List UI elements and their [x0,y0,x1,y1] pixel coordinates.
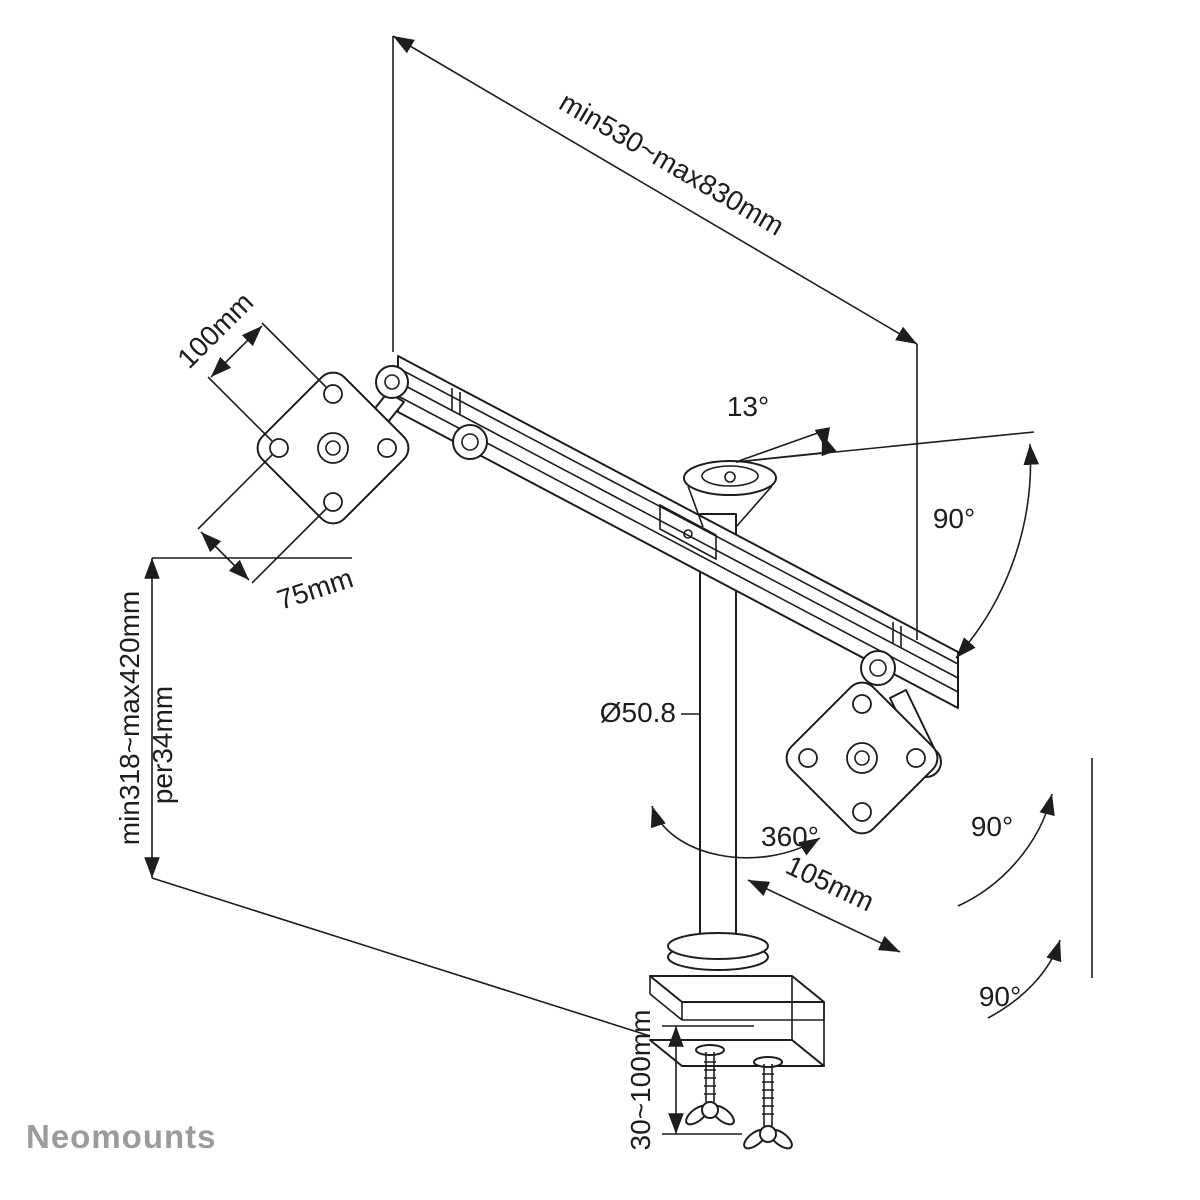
vesa-hole [377,438,397,458]
crossbar [397,355,959,709]
swivel-arc [955,443,1040,659]
clamp-screw-right [743,1064,793,1150]
plate-hub [846,742,878,774]
crossbar-slider [659,503,717,561]
rotation-arc [650,805,821,859]
dim-label-tilt: 13° [727,391,769,422]
wing-knob [701,1101,719,1119]
dim-line-vesa75 [200,531,250,581]
vesa-plate-left [256,371,410,525]
monitor-swivel-arc-lower [987,939,1062,1019]
crossbar-rails [397,367,959,693]
clamp-bracket [791,976,825,1066]
dimension-annotations: min530~max830mm 100mm 75mm min318~max420… [114,35,1093,1151]
dim-label-arm-width: min530~max830mm [554,86,789,241]
ext-lines-vesa75 [197,454,327,584]
pivot-joint [683,460,777,528]
swivel-line [735,431,1035,463]
vesa-hole [323,384,343,404]
dim-line-arm-width [392,35,918,345]
wing-knob [759,1125,777,1143]
screw-washer-right [753,1056,783,1068]
vesa-hole [906,748,926,768]
vesa-hole [323,492,343,512]
desk-clamp [649,975,825,1150]
dim-label-rotation: 360° [761,821,819,852]
dim-label-height-range: min318~max420mm [114,591,145,845]
vesa-hole [852,694,872,714]
ext-lines-vesa100 [207,322,327,442]
pole-base-flange [667,932,769,960]
crossbar-rail-ticks [451,388,902,648]
vesa-hole [852,802,872,822]
dim-label-depth: 105mm [781,849,879,917]
plate-hub [317,432,349,464]
vesa-hole [798,748,818,768]
clamp-screw-left [685,1052,735,1126]
screw-washer-left [695,1044,725,1056]
vesa-plate-right [785,681,939,835]
brand-logo: Neomounts [26,1118,217,1155]
dim-label-monitor-swivel-lower: 90° [979,981,1021,1012]
dim-label-clamp-range: 30~100mm [625,1010,656,1151]
dim-label-vesa75: 75mm [273,562,357,616]
slider-screw [683,529,693,539]
dim-line-vesa100 [210,325,263,378]
desk-surface-line [151,877,651,1037]
tilt-arc [814,427,837,457]
dim-label-swivel: 90° [933,503,975,534]
dim-label-height-step: per34mm [147,686,178,804]
clamp-top-plate [649,975,825,1003]
crossbar-knob-left [452,424,488,460]
pivot-cone [687,485,773,528]
dim-label-pole-diameter: Ø50.8 [600,697,676,728]
dim-line-depth [747,879,901,953]
vesa-hole [269,438,289,458]
dim-label-vesa100: 100mm [171,286,259,374]
joint-knob-left [375,365,409,399]
crossbar-knob-right [860,650,896,686]
monitor-swivel-arc-upper [957,793,1055,907]
dim-label-monitor-swivel-upper: 90° [971,811,1013,842]
